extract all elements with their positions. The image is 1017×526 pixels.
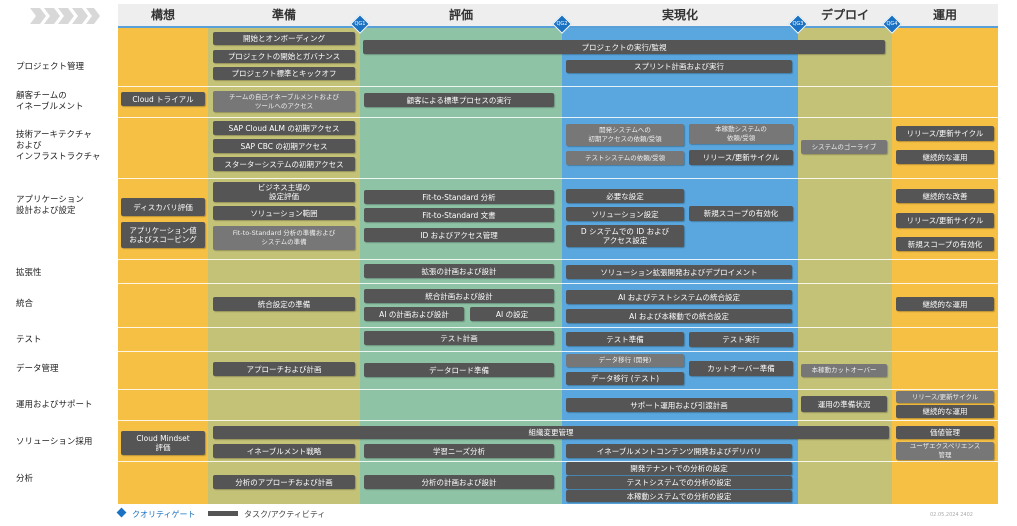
task-bar[interactable]: 運用の準備状況 <box>801 396 887 412</box>
task-bar[interactable]: ユーザエクスペリエンス 管理 <box>896 442 994 460</box>
row-label-extensibility: 拡張性 <box>16 267 42 278</box>
task-bar[interactable]: テストシステムでの分析の設定 <box>566 476 792 489</box>
task-bar[interactable]: Cloud Mindset 評価 <box>121 431 205 455</box>
task-bar[interactable]: 開始とオンボーディング <box>213 32 355 45</box>
phase-header-discover: 構想 <box>118 4 208 28</box>
task-bar[interactable]: 拡張の計画および設計 <box>364 264 554 278</box>
task-bar[interactable]: イネーブルメント戦略 <box>213 444 355 458</box>
row-label-integration: 統合 <box>16 298 34 309</box>
task-bar[interactable]: スターターシステムの初期アクセス <box>213 157 355 171</box>
task-bar[interactable]: 分析のアプローチおよび計画 <box>213 475 355 489</box>
task-bar[interactable]: プロジェクト標準とキックオフ <box>213 67 355 80</box>
task-bar[interactable]: AI の計画および設計 <box>364 307 464 321</box>
task-bar[interactable]: アプローチおよび計画 <box>213 362 355 376</box>
task-bar[interactable]: ソリューション範囲 <box>213 206 355 220</box>
task-bar[interactable]: リリース/更新サイクル <box>896 391 994 403</box>
task-bar[interactable]: D システムでの ID および アクセス設定 <box>566 225 684 247</box>
task-bar[interactable]: ソリューション拡張開発およびデプロイメント <box>566 265 792 279</box>
task-bar[interactable]: 必要な設定 <box>566 189 684 203</box>
task-bar[interactable]: Cloud トライアル <box>121 92 205 106</box>
task-bar[interactable]: プロジェクトの実行/監視 <box>363 40 885 54</box>
row-label-application-design: アプリケーション 設計および設定 <box>16 195 84 216</box>
task-bar[interactable]: データ移行 (テスト) <box>566 372 684 385</box>
legend-gate-label: クオリティゲート <box>132 510 196 519</box>
task-bar[interactable]: プロジェクトの開始とガバナンス <box>213 50 355 63</box>
phase-column-run <box>892 28 998 504</box>
task-bar[interactable]: リリース/更新サイクル <box>689 150 793 165</box>
task-bar[interactable]: テスト計画 <box>364 331 554 345</box>
task-bar[interactable]: 分析の計画および設計 <box>364 475 554 489</box>
task-bar[interactable]: システムのゴーライブ <box>801 140 887 154</box>
task-bar[interactable]: アプリケーション値 およびスコーピング <box>121 222 205 248</box>
phase-header-prepare: 準備 <box>208 4 360 28</box>
task-bar[interactable]: データ移行 (開発) <box>566 354 684 367</box>
task-bar[interactable]: Fit-to-Standard 分析の準備および システムの準備 <box>213 226 355 250</box>
task-bar[interactable]: SAP Cloud ALM の初期アクセス <box>213 121 355 135</box>
task-bar[interactable]: 継続的な運用 <box>896 405 994 418</box>
legend-task-swatch <box>208 511 238 516</box>
task-bar[interactable]: 継続的な運用 <box>896 297 994 311</box>
footer-date: 02.05.2024 2402 <box>930 512 973 518</box>
task-bar[interactable]: Fit-to-Standard 分析 <box>364 190 554 204</box>
phase-header-explore: 評価 <box>360 4 562 28</box>
task-bar[interactable]: リリース/更新サイクル <box>896 213 994 228</box>
task-bar[interactable]: ID およびアクセス管理 <box>364 228 554 242</box>
task-bar[interactable]: 学習ニーズ分析 <box>364 444 554 458</box>
task-bar[interactable]: 本稼動カットオーバー <box>801 364 887 377</box>
row-label-technical-architecture: 技術アーキテクチャ および インフラストラクチャ <box>16 129 101 162</box>
task-bar[interactable]: 本稼動システムの 依頼/受領 <box>689 124 793 144</box>
phase-header-deploy: デプロイ <box>798 4 892 28</box>
row-label-customer-team-enablement: 顧客チームの イネーブルメント <box>16 91 84 112</box>
phase-header-run: 運用 <box>892 4 998 28</box>
legend-gate-icon <box>116 507 127 518</box>
task-bar[interactable]: 継続的な運用 <box>896 150 994 164</box>
task-bar[interactable]: サポート運用および引渡計画 <box>566 398 792 412</box>
row-label-solution-adoption: ソリューション採用 <box>16 436 93 447</box>
phase-header-realize: 実現化 <box>562 4 798 28</box>
task-bar[interactable]: 価値管理 <box>896 426 994 439</box>
task-bar[interactable]: AI およびテストシステムの統合設定 <box>566 290 792 304</box>
task-bar[interactable]: SAP CBC の初期アクセス <box>213 139 355 153</box>
task-bar[interactable]: ディスカバリ評価 <box>121 198 205 216</box>
task-bar[interactable]: AI および本稼動での統合設定 <box>566 309 792 323</box>
task-bar[interactable]: 継続的な改善 <box>896 189 994 203</box>
task-bar[interactable]: テストシステムの依頼/受領 <box>566 151 684 165</box>
task-bar[interactable]: 新規スコープの有効化 <box>896 237 994 251</box>
phase-column-discover <box>118 28 208 504</box>
row-label-project-management: プロジェクト管理 <box>16 61 85 72</box>
task-bar[interactable]: チームの自己イネーブルメントおよび ツールへのアクセス <box>213 91 355 112</box>
task-bar[interactable]: 新規スコープの有効化 <box>689 206 793 221</box>
task-bar[interactable]: ビジネス主導の 設定評価 <box>213 182 355 202</box>
phase-column-deploy <box>798 28 892 504</box>
task-bar[interactable]: カットオーバー準備 <box>689 361 793 376</box>
task-bar[interactable]: テスト準備 <box>566 332 684 346</box>
legend-task-label: タスク/アクティビティ <box>244 510 326 519</box>
task-bar[interactable]: 開発テナントでの分析の設定 <box>566 462 792 475</box>
row-label-data-management: データ管理 <box>16 363 59 374</box>
task-bar[interactable]: 本稼動システムでの分析の設定 <box>566 490 792 502</box>
chevron-arrows-icon <box>30 8 100 24</box>
task-bar[interactable]: 開発システムへの 初期アクセスの依頼/受領 <box>566 124 684 146</box>
task-bar[interactable]: 顧客による標準プロセスの実行 <box>364 93 554 107</box>
task-bar[interactable]: リリース/更新サイクル <box>896 126 994 141</box>
task-bar[interactable]: 統合設定の準備 <box>213 297 355 311</box>
task-bar[interactable]: 統合計画および設計 <box>364 289 554 303</box>
task-bar[interactable]: テスト実行 <box>689 332 793 347</box>
task-bar[interactable]: ソリューション設定 <box>566 207 684 221</box>
row-label-operations-support: 運用およびサポート <box>16 399 93 410</box>
task-bar[interactable]: イネーブルメントコンテンツ開発およびデリバリ <box>566 444 792 458</box>
task-bar[interactable]: スプリント計画および実行 <box>566 60 792 73</box>
task-bar[interactable]: データロード準備 <box>364 363 554 377</box>
task-bar[interactable]: 組織変更管理 <box>213 426 889 439</box>
row-label-analytics: 分析 <box>16 473 34 484</box>
task-bar[interactable]: AI の設定 <box>470 307 554 321</box>
row-label-testing: テスト <box>16 334 42 345</box>
task-bar[interactable]: Fit-to-Standard 文書 <box>364 208 554 222</box>
